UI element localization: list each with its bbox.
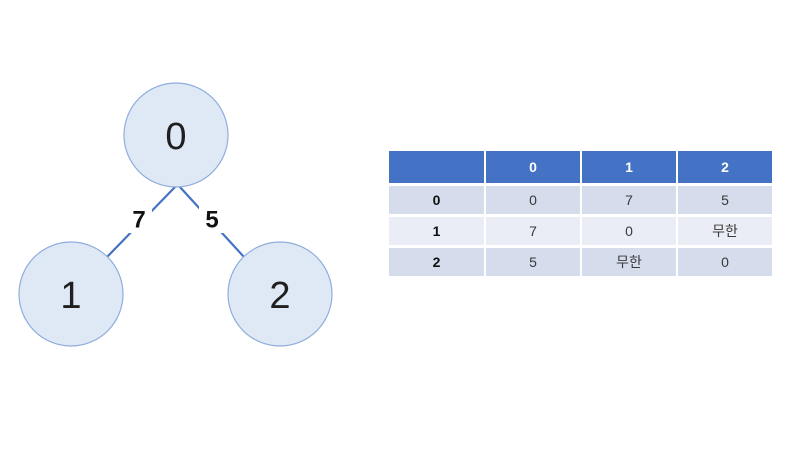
table-row-0: 0 0 7 5 [389, 184, 774, 217]
node-0-circle [123, 82, 229, 188]
distance-matrix-table: 0 1 2 0 0 7 5 1 7 0 무한 2 5 무한 0 [389, 151, 774, 279]
cell-2-2: 0 [677, 246, 774, 279]
cell-2-0: 5 [485, 246, 582, 279]
node-2-circle [227, 241, 333, 347]
table-row-2: 2 5 무한 0 [389, 246, 774, 279]
node-2-label: 2 [269, 275, 290, 317]
table-header-row: 0 1 2 [389, 151, 774, 186]
cell-0-1: 7 [581, 184, 678, 217]
node-1-label: 1 [60, 275, 81, 317]
table-row-1: 1 7 0 무한 [389, 215, 774, 248]
corner-cell [389, 151, 486, 186]
cell-2-1: 무한 [581, 246, 678, 279]
cell-0-2: 5 [677, 184, 774, 217]
row-header-2: 2 [389, 246, 486, 279]
cell-1-0: 7 [485, 215, 582, 248]
row-header-0: 0 [389, 184, 486, 217]
col-header-0: 0 [485, 151, 582, 186]
edge-0-2-weight: 5 [205, 207, 218, 234]
edge-0-1-weight-bg [126, 205, 152, 233]
col-header-1: 1 [581, 151, 678, 186]
row-header-1: 1 [389, 215, 486, 248]
cell-0-0: 0 [485, 184, 582, 217]
edge-0-1-weight: 7 [132, 207, 145, 234]
graph-diagram: 0 1 2 7 5 [18, 82, 333, 347]
col-header-2: 2 [677, 151, 774, 186]
cell-1-2: 무한 [677, 215, 774, 248]
edge-0-2-weight-bg [199, 205, 225, 233]
node-0-label: 0 [165, 116, 186, 158]
node-1-circle [18, 241, 124, 347]
cell-1-1: 0 [581, 215, 678, 248]
